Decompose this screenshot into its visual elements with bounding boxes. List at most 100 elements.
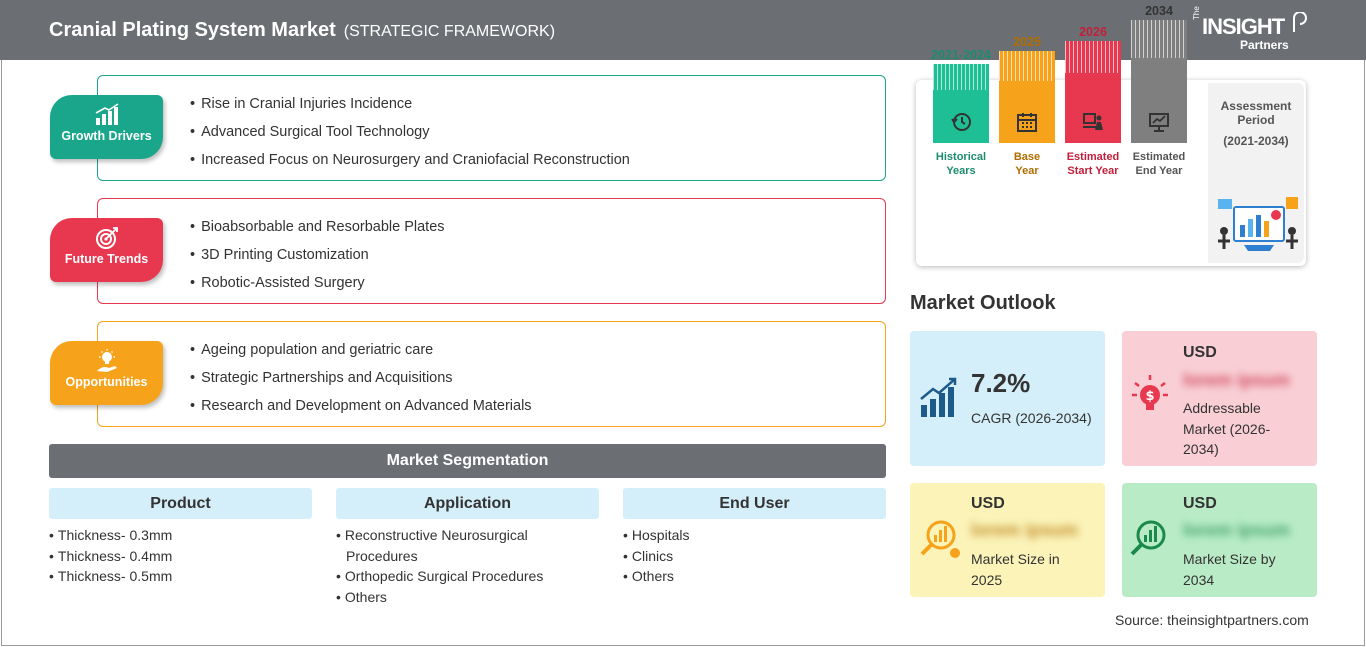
analytics-dashboard-icon: [1218, 197, 1298, 251]
list-item: Ageing population and geriatric care: [190, 336, 532, 364]
future-trends-list: Bioabsorbable and Resorbable Plates 3D P…: [190, 213, 445, 297]
source-credit: Source: theinsightpartners.com: [1115, 612, 1309, 628]
list-item: Strategic Partnerships and Acquisitions: [190, 364, 532, 392]
segment-end-user-list: Hospitals Clinics Others: [623, 525, 886, 587]
bar-stripes: [999, 51, 1055, 81]
future-trends-box: Bioabsorbable and Resorbable Plates 3D P…: [97, 198, 886, 304]
size-2025-value: lorem ipsum: [971, 520, 1079, 540]
list-item: Hospitals: [623, 525, 886, 546]
segment-application-list: Reconstructive Neurosurgical Procedures …: [336, 525, 599, 607]
segment-application-header: Application: [336, 488, 599, 519]
list-item: Clinics: [623, 546, 886, 567]
growth-drivers-badge: Growth Drivers: [50, 95, 163, 159]
segment-product: Product Thickness- 0.3mm Thickness- 0.4m…: [49, 488, 312, 587]
bar-body: [999, 81, 1055, 143]
logo-main-text: INSIGHT: [1202, 14, 1285, 39]
bar-body: [933, 90, 989, 143]
content-frame: [1, 60, 1365, 646]
list-item: Robotic-Assisted Surgery: [190, 269, 445, 297]
segment-product-list: Thickness- 0.3mm Thickness- 0.4mm Thickn…: [49, 525, 312, 587]
list-item: Advanced Surgical Tool Technology: [190, 118, 630, 146]
money-bulb-icon: $: [1132, 375, 1168, 410]
size-2025-label: Market Size in 2025: [971, 551, 1060, 588]
assessment-period-panel: Assessment Period (2021-2034): [1208, 83, 1304, 263]
label-line: Year: [1015, 165, 1039, 177]
label-line: Estimated: [1132, 151, 1186, 163]
growth-chart-icon: [920, 377, 957, 417]
list-item: Others: [336, 587, 599, 608]
monitor-icon: [1149, 113, 1169, 132]
addressable-market-card: $ USD lorem ipsum Addressable Market (20…: [1122, 331, 1317, 466]
opportunities-list: Ageing population and geriatric care Str…: [190, 336, 532, 420]
addressable-value: lorem ipsum: [1183, 370, 1291, 390]
future-trends-label: Future Trends: [64, 252, 149, 266]
cagr-card: 7.2% CAGR (2026-2034): [910, 331, 1105, 466]
addressable-label: Addressable Market (2026-2034): [1183, 400, 1271, 457]
market-size-2025-card: USD lorem ipsum Market Size in 2025: [910, 483, 1105, 597]
segment-application: Application Reconstructive Neurosurgical…: [336, 488, 599, 607]
segment-end-user: End User Hospitals Clinics Others: [623, 488, 886, 587]
page-subtitle: (STRATEGIC FRAMEWORK): [343, 23, 556, 40]
growth-drivers-box: Rise in Cranial Injuries Incidence Advan…: [97, 75, 886, 181]
period-year: 2034: [1145, 4, 1173, 18]
opportunities-badge: Opportunities: [50, 341, 163, 405]
label-line: Estimated: [1066, 151, 1120, 163]
label-line: Base: [1013, 151, 1041, 163]
growth-drivers-list: Rise in Cranial Injuries Incidence Advan…: [190, 90, 630, 174]
presentation-icon: [1083, 113, 1103, 130]
list-item: Thickness- 0.5mm: [49, 566, 312, 587]
label-line: End Year: [1135, 165, 1183, 177]
addressable-currency: USD: [1183, 344, 1217, 361]
list-item: Others: [623, 566, 886, 587]
list-item: Orthopedic Surgical Procedures: [336, 566, 599, 587]
insight-partners-logo[interactable]: The INSIGHT Partners: [1192, 6, 1312, 54]
period-year: 2026: [1079, 25, 1107, 39]
label-line: Start Year: [1067, 165, 1119, 177]
list-item: Research and Development on Advanced Mat…: [190, 392, 531, 420]
opportunities-label: Opportunities: [65, 375, 148, 389]
list-item: Thickness- 0.4mm: [49, 546, 312, 567]
bar-chart-icon: [95, 103, 118, 125]
assessment-range: (2021-2034): [1223, 134, 1289, 148]
bar-body: [1065, 73, 1121, 143]
title-text: Cranial Plating System Market: [49, 19, 336, 41]
cagr-label: CAGR (2026-2034): [971, 410, 1092, 426]
list-item: Reconstructive Neurosurgical Procedures: [336, 525, 566, 566]
list-item: Rise in Cranial Injuries Incidence: [190, 90, 630, 118]
target-icon: [95, 227, 118, 249]
size-2034-value: lorem ipsum: [1183, 520, 1291, 540]
assessment-title: Assessment Period: [1220, 99, 1292, 127]
lightbulb-hand-icon: [96, 349, 117, 372]
future-trends-badge: Future Trends: [50, 218, 163, 282]
list-item: 3D Printing Customization: [190, 241, 445, 269]
market-size-2034-card: USD lorem ipsum Market Size by 2034: [1122, 483, 1317, 597]
market-outlook-title: Market Outlook: [910, 292, 1056, 314]
size-2034-label: Market Size by 2034: [1183, 551, 1276, 588]
opportunities-box: Ageing population and geriatric care Str…: [97, 321, 886, 427]
size-2025-currency: USD: [971, 495, 1005, 512]
logo-partners-text: Partners: [1240, 38, 1289, 52]
calendar-icon: [1017, 113, 1037, 132]
list-item: Thickness- 0.3mm: [49, 525, 312, 546]
period-year: 2021-2024: [931, 48, 991, 62]
period-label: Historical Years: [923, 150, 999, 178]
size-2034-currency: USD: [1183, 495, 1217, 512]
segmentation-title: Market Segmentation: [49, 444, 886, 478]
growth-drivers-label: Growth Drivers: [61, 129, 152, 143]
magnifier-growth-icon: [1130, 520, 1166, 556]
list-item: Bioabsorbable and Resorbable Plates: [190, 213, 444, 241]
svg-text:$: $: [1145, 389, 1154, 404]
segment-end-user-header: End User: [623, 488, 886, 519]
period-label: Base Year: [989, 150, 1065, 178]
bar-stripes: [1131, 20, 1187, 58]
label-line: Years: [946, 165, 976, 177]
cagr-value: 7.2%: [971, 368, 1031, 398]
period-label: Estimated Start Year: [1055, 150, 1131, 178]
magnifier-chart-icon: [920, 520, 960, 558]
logo-swoosh-icon: [1293, 12, 1307, 32]
segment-product-header: Product: [49, 488, 312, 519]
period-year: 2025: [1013, 35, 1041, 49]
bar-stripes: [1065, 41, 1121, 73]
list-item: Increased Focus on Neurosurgery and Cran…: [190, 146, 630, 174]
label-line: Historical: [935, 151, 987, 163]
